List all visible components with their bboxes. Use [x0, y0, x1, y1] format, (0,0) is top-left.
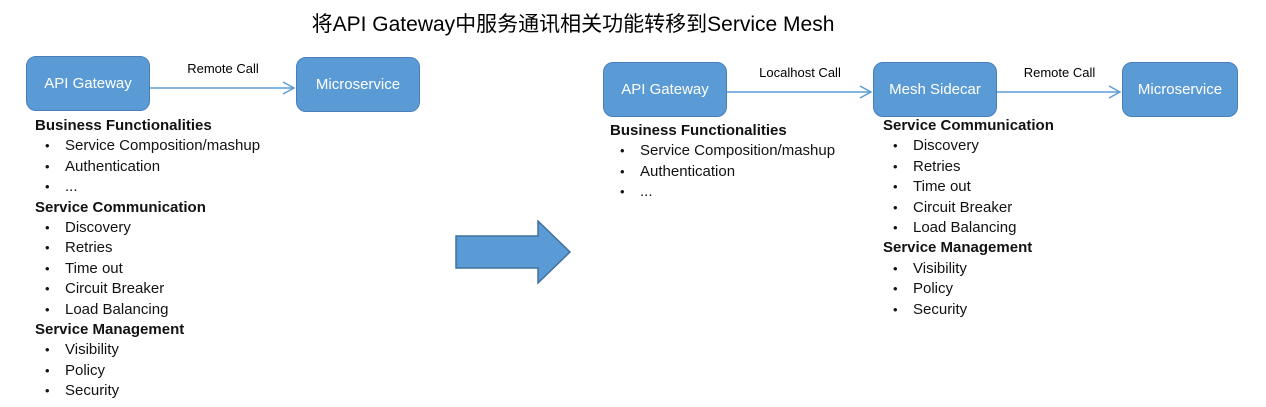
list-item-label: Circuit Breaker — [913, 198, 1013, 216]
bullet-icon: • — [620, 143, 625, 159]
list-item-label: Policy — [65, 361, 106, 379]
bullet-icon: • — [45, 260, 50, 276]
bullet-icon: • — [893, 281, 898, 297]
node-microservice-before: Microservice — [296, 57, 420, 112]
node-api-gateway-before: API Gateway — [26, 56, 150, 111]
node-label: Microservice — [1137, 81, 1223, 98]
after-gateway-capabilities-list: Business Functionalities • Service Compos… — [610, 121, 835, 203]
list-item: • Discovery — [35, 218, 260, 238]
list-item: • Discovery — [883, 136, 1054, 156]
list-item: • Security — [35, 381, 260, 401]
list-item-label: Service Composition/mashup — [65, 137, 261, 155]
arrowhead-icon — [859, 85, 873, 99]
node-label: API Gateway — [44, 75, 132, 92]
bullet-icon: • — [45, 342, 50, 358]
slide-title: 将API Gateway中服务通讯相关功能转移到Service Mesh — [311, 13, 835, 36]
bullet-icon: • — [620, 184, 625, 200]
list-item: • Authentication — [35, 157, 260, 177]
list-item-label: Retries — [913, 157, 961, 175]
list-item-label: ... — [640, 183, 653, 201]
arrowhead-icon — [1108, 85, 1122, 99]
list-item: • Service Composition/mashup — [610, 141, 835, 161]
list-item-label: Service Composition/mashup — [640, 142, 836, 160]
list-item: • Load Balancing — [35, 300, 260, 320]
node-label: API Gateway — [621, 81, 709, 98]
list-item: • Visibility — [883, 259, 1054, 279]
list-item-label: Discovery — [913, 137, 979, 155]
list-item: •... — [610, 182, 835, 202]
connector-remote-call-before — [150, 81, 296, 95]
before-capabilities-list: Business Functionalities • Service Compos… — [35, 116, 260, 402]
node-mesh-sidecar: Mesh Sidecar — [873, 62, 997, 117]
bullet-icon: • — [45, 301, 50, 317]
list-item-label: Authentication — [65, 157, 161, 175]
bullet-icon: • — [45, 158, 50, 174]
bullet-icon: • — [45, 240, 50, 256]
list-item-label: Load Balancing — [913, 219, 1017, 237]
list-item: • Retries — [883, 157, 1054, 177]
bullet-icon: • — [45, 383, 50, 399]
connector-label: Remote Call — [187, 61, 259, 76]
bullet-icon: • — [45, 220, 50, 236]
list-item-label: Time out — [913, 178, 971, 196]
transition-right-arrow-icon — [455, 220, 572, 285]
list-heading: Business Functionalities — [35, 117, 212, 134]
node-label: Mesh Sidecar — [889, 81, 981, 98]
connector-remote-call-after — [997, 85, 1122, 99]
list-item: • Authentication — [610, 162, 835, 182]
arrowhead-icon — [282, 81, 296, 95]
bullet-icon: • — [45, 281, 50, 297]
bullet-icon: • — [893, 158, 898, 174]
list-item: • Load Balancing — [883, 218, 1054, 238]
list-item-label: Time out — [65, 259, 123, 277]
connector-localhost-call — [727, 85, 873, 99]
list-item-label: Authentication — [640, 162, 736, 180]
list-item: • Security — [883, 300, 1054, 320]
list-heading: Service Management — [35, 321, 185, 339]
bullet-icon: • — [893, 301, 898, 317]
list-item-label: Visibility — [65, 341, 119, 359]
list-item-label: Retries — [65, 239, 113, 257]
list-item: • Visibility — [35, 340, 260, 360]
node-api-gateway-after: API Gateway — [603, 62, 727, 117]
list-item-label: Security — [913, 300, 968, 318]
list-heading: Service Communication — [35, 198, 206, 216]
list-item: • Service Composition/mashup — [35, 136, 260, 156]
list-item-label: Policy — [913, 280, 954, 298]
list-heading: Business Functionalities — [610, 122, 787, 139]
bullet-icon: • — [893, 199, 898, 215]
list-heading: Service Communication — [883, 117, 1054, 134]
bullet-icon: • — [893, 138, 898, 154]
bullet-icon: • — [893, 179, 898, 195]
bullet-icon: • — [620, 163, 625, 179]
bullet-icon: • — [45, 362, 50, 378]
connector-label: Remote Call — [1023, 65, 1096, 80]
bullet-icon: • — [893, 260, 898, 276]
bullet-icon: • — [45, 138, 50, 154]
bullet-icon: • — [45, 179, 50, 195]
list-item: • Policy — [883, 279, 1054, 299]
list-item-label: Security — [65, 382, 120, 400]
node-microservice-after: Microservice — [1122, 62, 1238, 117]
list-item: •... — [35, 177, 260, 197]
list-heading: Service Management — [883, 239, 1033, 257]
list-item: • Retries — [35, 238, 260, 258]
connector-label: Localhost Call — [759, 65, 841, 80]
list-item-label: Discovery — [65, 219, 131, 237]
list-item: • Circuit Breaker — [883, 198, 1054, 218]
list-item-label: Load Balancing — [65, 300, 169, 318]
list-item: • Time out — [883, 177, 1054, 197]
list-item-label: Visibility — [913, 259, 967, 277]
list-item-label: ... — [65, 178, 78, 196]
list-item: • Time out — [35, 259, 260, 279]
after-sidecar-capabilities-list: Service Communication • Discovery • Retrie… — [883, 116, 1054, 320]
node-label: Microservice — [315, 76, 401, 93]
list-item-label: Circuit Breaker — [65, 280, 165, 298]
list-item: • Policy — [35, 361, 260, 381]
list-item: • Circuit Breaker — [35, 279, 260, 299]
bullet-icon: • — [893, 220, 898, 236]
